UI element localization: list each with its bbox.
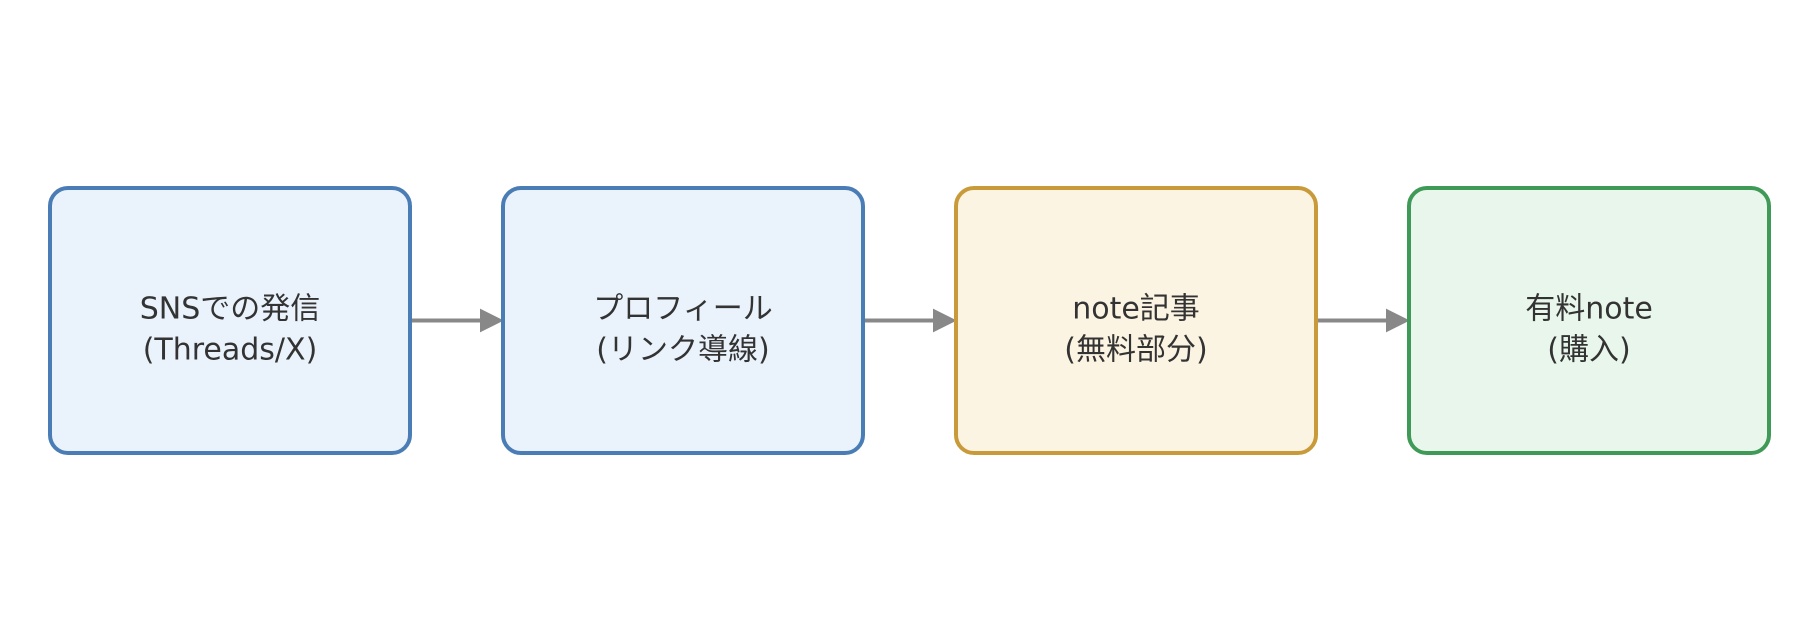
node-sns-line1: SNSでの発信	[140, 292, 321, 327]
node-sns: SNSでの発信 (Threads/X)	[48, 186, 412, 455]
node-note-free-line1: note記事	[1072, 292, 1200, 327]
node-note-free-box	[954, 186, 1318, 455]
node-profile-line1: プロフィール	[593, 292, 772, 327]
node-profile: プロフィール (リンク導線)	[501, 186, 865, 455]
node-profile-line2: (リンク導線)	[596, 333, 769, 368]
node-note-paid-line2: (購入)	[1547, 333, 1630, 368]
node-sns-line2: (Threads/X)	[143, 333, 318, 368]
node-note-paid: 有料note (購入)	[1407, 186, 1771, 455]
node-sns-box	[48, 186, 412, 455]
node-note-paid-box	[1407, 186, 1771, 455]
node-profile-box	[501, 186, 865, 455]
node-note-free-line2: (無料部分)	[1064, 333, 1207, 368]
node-note-free: note記事 (無料部分)	[954, 186, 1318, 455]
node-note-paid-line1: 有料note	[1525, 292, 1653, 327]
